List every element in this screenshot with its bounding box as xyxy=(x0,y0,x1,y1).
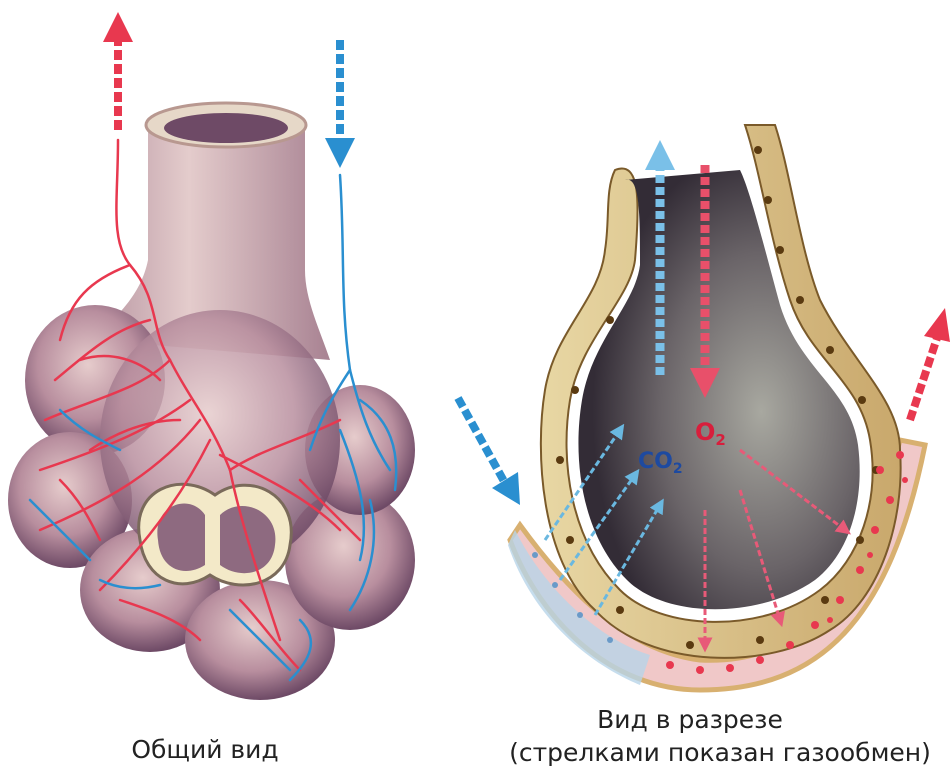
bronchiole-opening xyxy=(164,113,288,143)
section-view-illustration: CO2 O2 xyxy=(458,125,950,690)
arterial-flow-arrow xyxy=(103,12,133,130)
caption-section-view: Вид в разрезе xyxy=(560,705,820,734)
blood-outflow-arrow xyxy=(910,308,950,420)
venous-flow-arrow xyxy=(325,40,355,168)
blood-inflow-arrow xyxy=(458,398,520,505)
general-view-illustration xyxy=(8,12,415,700)
caption-general-view: Общий вид xyxy=(110,735,300,764)
caption-section-note: (стрелками показан газообмен) xyxy=(490,738,950,767)
